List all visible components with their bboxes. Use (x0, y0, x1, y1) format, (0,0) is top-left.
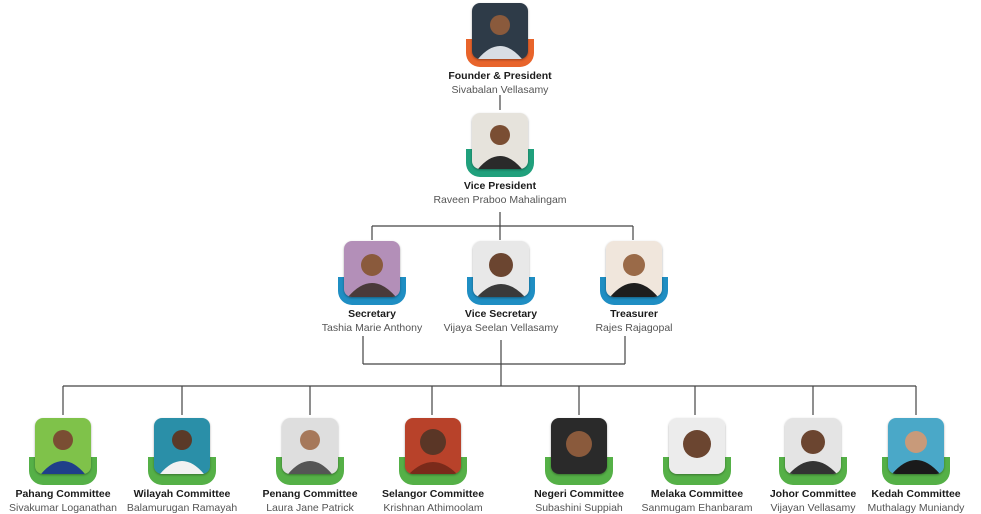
role-title: Penang Committee (262, 488, 358, 500)
person-name: Muthalagy Muniandy (867, 502, 965, 514)
wilayah-committee-node: Wilayah Committee Balamurugan Ramayah (102, 418, 262, 514)
role-title: Secretary (348, 308, 396, 320)
portrait-photo (473, 241, 529, 297)
person-name: Vijaya Seelan Vellasamy (443, 322, 559, 334)
role-title: Founder & President (448, 70, 552, 82)
role-title: Negeri Committee (534, 488, 624, 500)
role-title: Pahang Committee (15, 488, 111, 500)
selangor-committee-node: Selangor Committee Krishnan Athimoolam (353, 418, 513, 514)
role-title: Vice Secretary (464, 308, 538, 320)
person-name: Rajes Rajagopal (595, 322, 673, 334)
portrait-photo (154, 418, 210, 474)
portrait-photo (606, 241, 662, 297)
secretary-node: Secretary Tashia Marie Anthony (292, 241, 452, 334)
person-name: Sivakumar Loganathan (9, 502, 117, 514)
person-name: Raveen Praboo Mahalingam (433, 194, 567, 206)
portrait-photo (282, 418, 338, 474)
person-name: Subashini Suppiah (535, 502, 623, 514)
person-name: Laura Jane Patrick (266, 502, 354, 514)
person-name: Sanmugam Ehanbaram (641, 502, 753, 514)
treasurer-node: Treasurer Rajes Rajagopal (554, 241, 714, 334)
portrait-photo (405, 418, 461, 474)
portrait-photo (551, 418, 607, 474)
pahang-committee-node: Pahang Committee Sivakumar Loganathan (0, 418, 143, 514)
portrait-photo (35, 418, 91, 474)
role-title: Melaka Committee (650, 488, 744, 500)
role-title: Treasurer (610, 308, 658, 320)
negeri-committee-node: Negeri Committee Subashini Suppiah (499, 418, 659, 514)
portrait-photo (472, 3, 528, 59)
person-name: Sivabalan Vellasamy (451, 84, 549, 96)
melaka-committee-node: Melaka Committee Sanmugam Ehanbaram (617, 418, 777, 514)
person-name: Krishnan Athimoolam (383, 502, 483, 514)
vice-secretary-node: Vice Secretary Vijaya Seelan Vellasamy (421, 241, 581, 334)
founder-president-node: Founder & President Sivabalan Vellasamy (420, 3, 580, 96)
role-title: Vice President (463, 180, 537, 192)
vice-president-node: Vice President Raveen Praboo Mahalingam (420, 113, 580, 206)
portrait-photo (344, 241, 400, 297)
kedah-committee-node: Kedah Committee Muthalagy Muniandy (836, 418, 981, 514)
role-title: Selangor Committee (381, 488, 485, 500)
role-title: Johor Committee (769, 488, 857, 500)
person-name: Balamurugan Ramayah (126, 502, 238, 514)
portrait-photo (785, 418, 841, 474)
penang-committee-node: Penang Committee Laura Jane Patrick (230, 418, 390, 514)
role-title: Kedah Committee (871, 488, 961, 500)
portrait-photo (888, 418, 944, 474)
portrait-photo (472, 113, 528, 169)
person-name: Tashia Marie Anthony (321, 322, 423, 334)
johor-committee-node: Johor Committee Vijayan Vellasamy (733, 418, 893, 514)
person-name: Vijayan Vellasamy (770, 502, 856, 514)
role-title: Wilayah Committee (133, 488, 231, 500)
portrait-photo (669, 418, 725, 474)
